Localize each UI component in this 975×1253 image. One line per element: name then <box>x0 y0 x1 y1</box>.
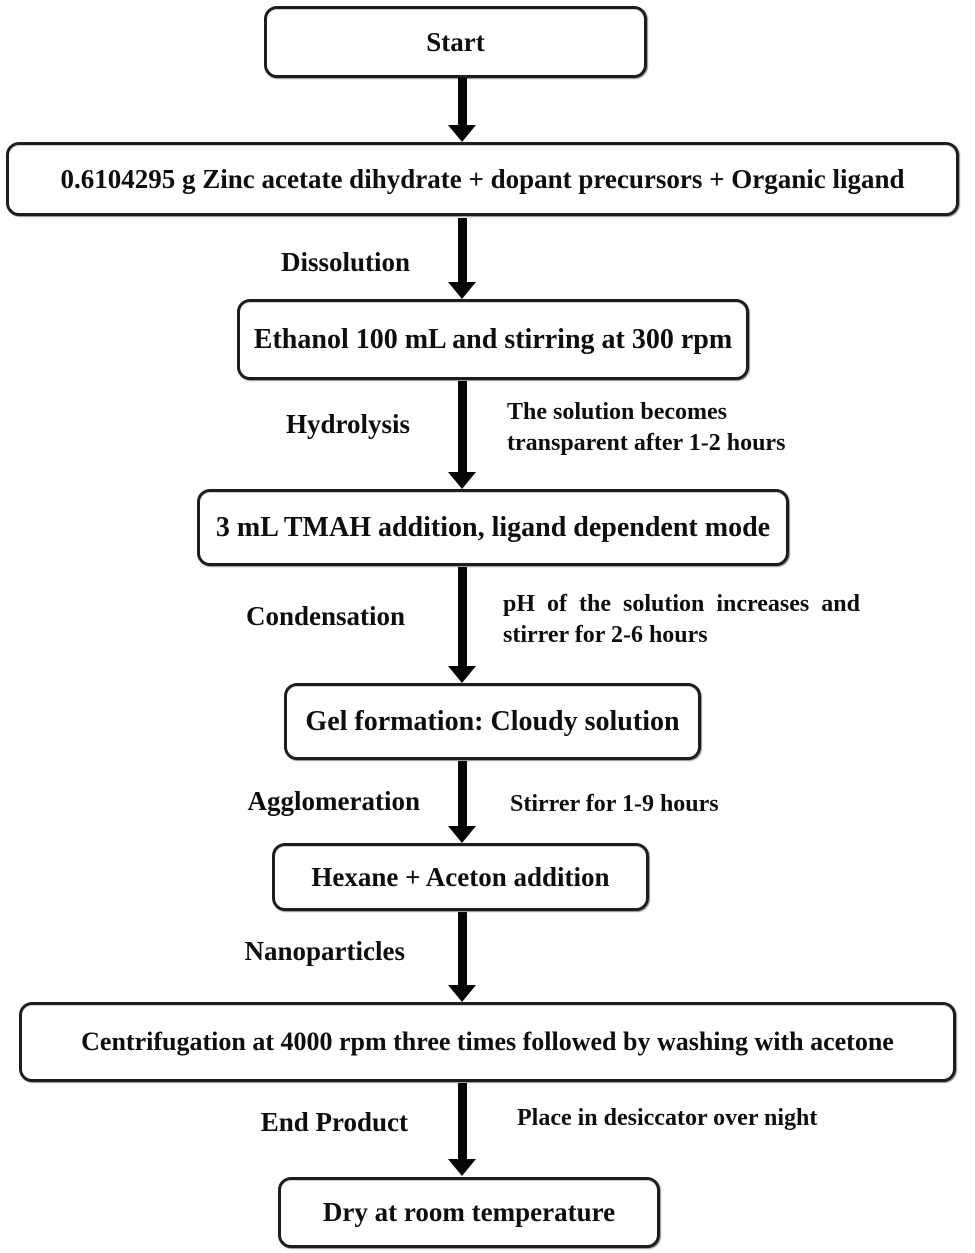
node-gel-formation: Gel formation: Cloudy solution <box>284 683 701 760</box>
edge-label-end-product: End Product <box>260 1107 408 1137</box>
edge-note-line: Stirrer for 1-9 hours <box>510 791 719 817</box>
arrowhead-down-icon <box>448 666 476 683</box>
edge-label-hydrolysis: Hydrolysis <box>285 409 410 439</box>
arrow-shaft <box>457 912 467 985</box>
edge-note-line: Place in desiccator over night <box>517 1105 818 1131</box>
arrow-gel-to-hexane <box>448 761 476 843</box>
edge-label-nanoparticles: Nanoparticles <box>244 936 405 966</box>
edge-note-line: The solution becomes <box>507 399 728 425</box>
arrowhead-down-icon <box>448 472 476 489</box>
arrow-shaft <box>457 761 467 826</box>
arrow-start-to-precursors <box>448 78 476 142</box>
arrowhead-down-icon <box>448 826 476 843</box>
arrow-shaft <box>457 1083 467 1159</box>
edge-note-end-product: Place in desiccator over night <box>517 1103 817 1134</box>
edge-label-agglomeration: Agglomeration <box>247 786 420 816</box>
arrowhead-down-icon <box>448 125 476 142</box>
edge-label-condensation: Condensation <box>245 601 405 631</box>
edge-note-hydrolysis: The solution becomes transparent after 1… <box>507 397 785 459</box>
arrowhead-down-icon <box>448 282 476 299</box>
edge-note-line: stirrer for 2-6 hours <box>503 622 708 648</box>
node-hexane-acetone-addition: Hexane + Aceton addition <box>272 843 649 911</box>
arrow-shaft <box>457 218 467 282</box>
edge-note-condensation: pH of the solution increases and stirrer… <box>503 589 860 651</box>
arrowhead-down-icon <box>448 985 476 1002</box>
node-ethanol-stirring: Ethanol 100 mL and stirring at 300 rpm <box>237 299 749 380</box>
edge-note-line: transparent after 1-2 hours <box>507 430 786 456</box>
arrow-hexane-to-centrifugation <box>448 912 476 1002</box>
node-tmah-addition: 3 mL TMAH addition, ligand dependent mod… <box>197 489 789 566</box>
arrow-centrifugation-to-dry <box>448 1083 476 1176</box>
arrowhead-down-icon <box>448 1159 476 1176</box>
arrow-precursors-to-ethanol <box>448 218 476 299</box>
edge-note-line: pH of the solution increases and <box>503 591 860 617</box>
edge-note-agglomeration: Stirrer for 1-9 hours <box>510 789 719 820</box>
node-dry-room-temperature: Dry at room temperature <box>278 1177 660 1248</box>
node-precursors: 0.6104295 g Zinc acetate dihydrate + dop… <box>6 142 959 216</box>
arrow-shaft <box>457 567 467 666</box>
edge-label-dissolution: Dissolution <box>280 247 410 277</box>
arrow-tmah-to-gel <box>448 567 476 683</box>
arrow-shaft <box>457 78 467 125</box>
node-centrifugation-washing: Centrifugation at 4000 rpm three times f… <box>19 1002 956 1082</box>
arrow-shaft <box>457 381 467 472</box>
arrow-ethanol-to-tmah <box>448 381 476 489</box>
node-start: Start <box>264 6 647 78</box>
